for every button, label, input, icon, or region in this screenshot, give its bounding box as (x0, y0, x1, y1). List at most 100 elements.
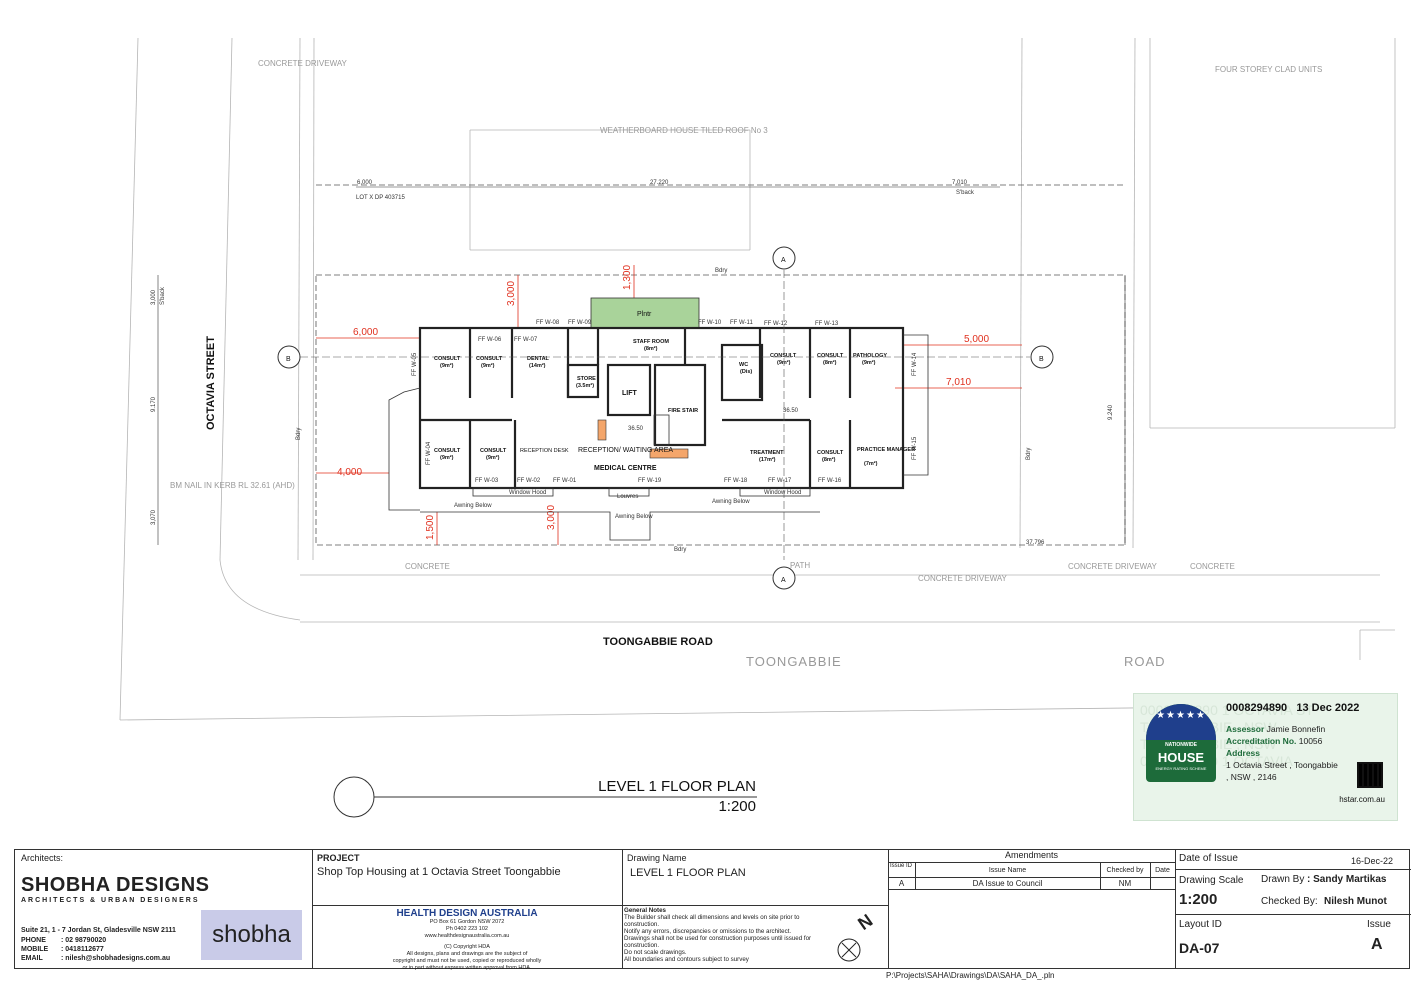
file-path: P:\Projects\SAHA\Drawings\DA\SAHA_DA_.pl… (886, 971, 1055, 980)
room-name: PATHOLOGY (853, 353, 887, 359)
room-labels: CONSULT (9m²) CONSULT (9m²) DENTAL (14m²… (434, 339, 915, 467)
octavia-street-label: OCTAVIA STREET (205, 336, 217, 430)
window-tag: FF W-05 (412, 352, 418, 376)
level-3650: 36.50 (628, 426, 644, 432)
window-tag: FF W-14 (912, 352, 918, 376)
section-marker-b-left: B (286, 356, 291, 363)
accreditation-label: Accreditation No. (1226, 736, 1297, 746)
room-area: (9m²) (862, 359, 876, 366)
amend-id: A (898, 879, 905, 888)
col-checked-by: Checked by (1106, 867, 1144, 874)
room-name: CONSULT (480, 448, 507, 454)
section-marker-b-right: B (1039, 356, 1044, 363)
room-area: (9m²) (486, 454, 500, 461)
window-hood-2: Window Hood (764, 490, 801, 496)
shobha-logo: shobha (201, 910, 302, 960)
room-name: CONSULT (434, 448, 461, 454)
services-core (649, 448, 689, 459)
toongabbie-ghost-label: TOONGABBIE (746, 654, 842, 669)
window-tag: FF W-10 (698, 320, 722, 326)
accreditation: 10056 (1298, 736, 1323, 746)
drawing-title: LEVEL 1 FLOOR PLAN (598, 778, 756, 795)
drawing-scale: 1:200 (718, 798, 756, 815)
room-area: (9m²) (440, 454, 454, 461)
building-walls (418, 326, 905, 490)
sback-top-left: S'back (160, 286, 166, 305)
path-label: PATH (790, 561, 810, 570)
window-tag: FF W-07 (514, 337, 538, 343)
awning-label-3: Awning Below (615, 514, 653, 520)
drawing-name-label: Drawing Name (627, 853, 687, 863)
title-circle (333, 776, 375, 818)
email[interactable]: : nilesh@shobhadesigns.com.au (61, 955, 171, 962)
note-line: construction. (624, 942, 660, 949)
col-date: Date (1155, 867, 1170, 874)
hda-name: HEALTH DESIGN AUSTRALIA (396, 908, 538, 919)
address-line1: 1 Octavia Street , Toongabbie (1226, 760, 1338, 770)
room-name: CONSULT (434, 356, 461, 362)
dim-5000: 5,000 (964, 334, 989, 345)
hda-phone: Ph 0402 223 102 (446, 926, 488, 932)
cert-website[interactable]: hstar.com.au (1339, 795, 1385, 804)
firm-address: Suite 21, 1 - 7 Jordan St, Gladesville N… (21, 927, 176, 934)
email-label: EMAIL (21, 955, 43, 962)
room-name: STAFF ROOM (633, 339, 669, 345)
room-area: (3.5m²) (576, 382, 594, 389)
dim-3000-top: 3,000 (506, 281, 517, 306)
dim-6000-top: 6,000 (357, 180, 373, 186)
window-tag: FF W-16 (818, 478, 842, 484)
room-name: STORE (577, 376, 596, 382)
issue-value: A (1371, 936, 1383, 953)
awning-label-1: Awning Below (454, 503, 492, 509)
concrete-driveway-label-1: CONCRETE DRIVEWAY (918, 574, 1008, 583)
room-area: (8m²) (644, 345, 658, 352)
room-name: LIFT (622, 390, 637, 397)
window-tags: FF W-08 FF W-09 FF W-06 FF W-07 FF W-10 … (412, 320, 918, 484)
window-tag: FF W-06 (478, 337, 502, 343)
bdry-right: Bdry (1026, 448, 1032, 460)
title-block: Architects: SHOBHA DESIGNS ARCHITECTS & … (14, 849, 1411, 971)
star-icon: ★★★★★ (1156, 710, 1206, 721)
firm-tagline: ARCHITECTS & URBAN DESIGNERS (21, 897, 200, 904)
concrete-label-right: CONCRETE (1190, 562, 1235, 571)
room-name: RECEPTION DESK (520, 448, 569, 454)
nathers-certificate: 0008294890 1 OCTAVIA ST TOONGABBIE , NSW… (1133, 693, 1398, 821)
note-line: Drawings shall not be used for construct… (624, 935, 812, 942)
general-notes-label: General Notes (624, 907, 666, 914)
drawn-by: : Sandy Martikas (1307, 874, 1387, 885)
dim-27220: 27.220 (650, 180, 669, 186)
window-tag: FF W-13 (815, 321, 839, 327)
awning-label-2: Awning Below (712, 499, 750, 505)
hda-copyright: (C) Copyright HDA (444, 944, 490, 950)
assessor: Jamie Bonnefin (1266, 724, 1326, 734)
room-area: (8m²) (822, 456, 836, 463)
checked-by-label: Checked By: (1261, 896, 1318, 907)
room-name: PRACTICE MANAGER (857, 447, 915, 453)
cert-number: 0008294890 (1226, 702, 1288, 714)
issue-label: Issue (1367, 919, 1391, 930)
drawing-scale-value: 1:200 (1179, 891, 1218, 908)
cert-logo: ★★★★★ NATIONWIDE HOUSE ENERGY RATING SCH… (1146, 704, 1216, 782)
bdry-left: Bdry (296, 428, 302, 440)
dim-7010: 7,010 (946, 377, 971, 388)
window-tag: FF W-19 (638, 478, 662, 484)
outer-outlines (388, 334, 929, 541)
cert-date: 13 Dec 2022 (1296, 702, 1360, 714)
window-tag: FF W-08 (536, 320, 560, 326)
window-tag: FF W-01 (553, 478, 577, 484)
section-marker-a-top: A (781, 257, 786, 264)
mobile-label: MOBILE (21, 946, 49, 953)
dim-3000-left: 3,000 (151, 289, 157, 305)
date-of-issue-label: Date of Issue (1179, 853, 1238, 864)
address-label: Address (1226, 748, 1261, 758)
weatherboard-label: WEATHERBOARD HOUSE TILED ROOF No 3 (600, 126, 768, 135)
qr-code-icon (1357, 762, 1383, 788)
project-label: PROJECT (317, 853, 360, 863)
hda-copy3: copyright and must not be used, copied o… (392, 958, 542, 964)
room-name: CONSULT (476, 356, 503, 362)
sback-top-right: S'back (956, 190, 975, 196)
project-name: Shop Top Housing at 1 Octavia Street Too… (317, 866, 561, 878)
col-issue-id: Issue ID (890, 863, 913, 869)
hda-copy2: All designs, plans and drawings are the … (406, 951, 528, 957)
room-area: (9m²) (440, 362, 454, 369)
